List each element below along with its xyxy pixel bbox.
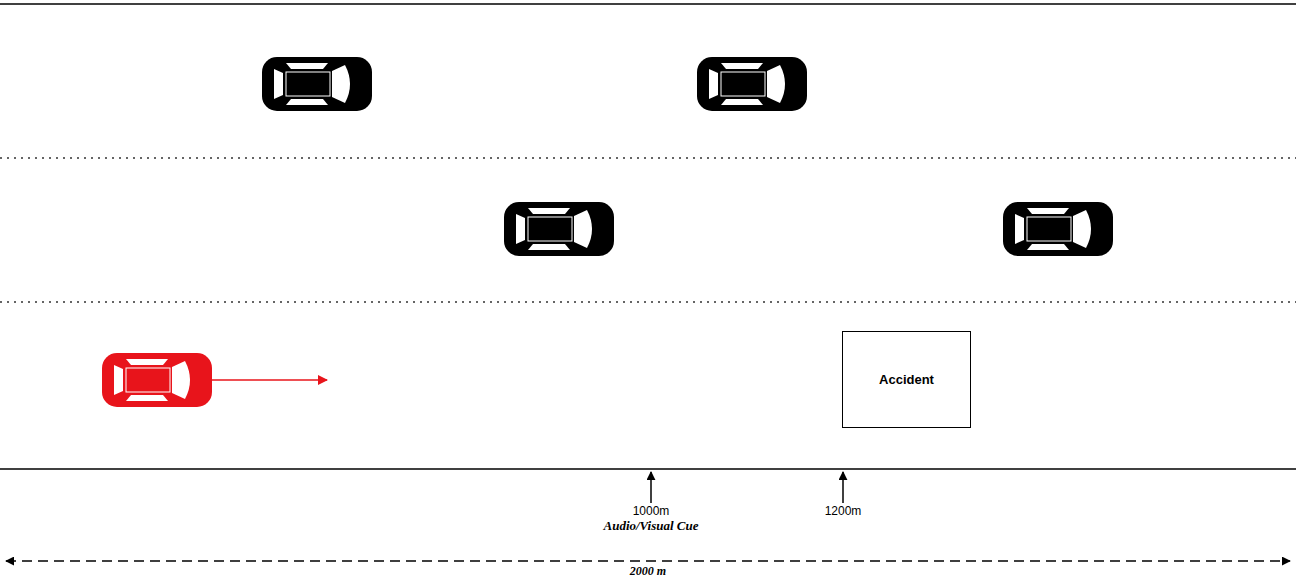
car (504, 202, 614, 256)
road-edge (0, 3, 1296, 5)
box-label: Accident (879, 372, 934, 387)
road-edge (0, 468, 1296, 470)
ego-car (102, 353, 212, 407)
distance-label: 1000m (633, 505, 670, 518)
distance-label: 1200m (825, 505, 862, 518)
direction-arrow (211, 379, 327, 381)
car (697, 57, 807, 111)
dimension-label: 2000 m (627, 565, 669, 578)
lane-divider (0, 157, 1296, 159)
car (262, 57, 372, 111)
cue-label: Audio/Visual Cue (603, 519, 698, 533)
dimension-arrow (6, 560, 1290, 562)
lane-divider (0, 301, 1296, 303)
accident-box: Accident (842, 331, 971, 428)
car (1003, 202, 1113, 256)
marker-arrow (650, 472, 652, 503)
marker-arrow (842, 472, 844, 503)
